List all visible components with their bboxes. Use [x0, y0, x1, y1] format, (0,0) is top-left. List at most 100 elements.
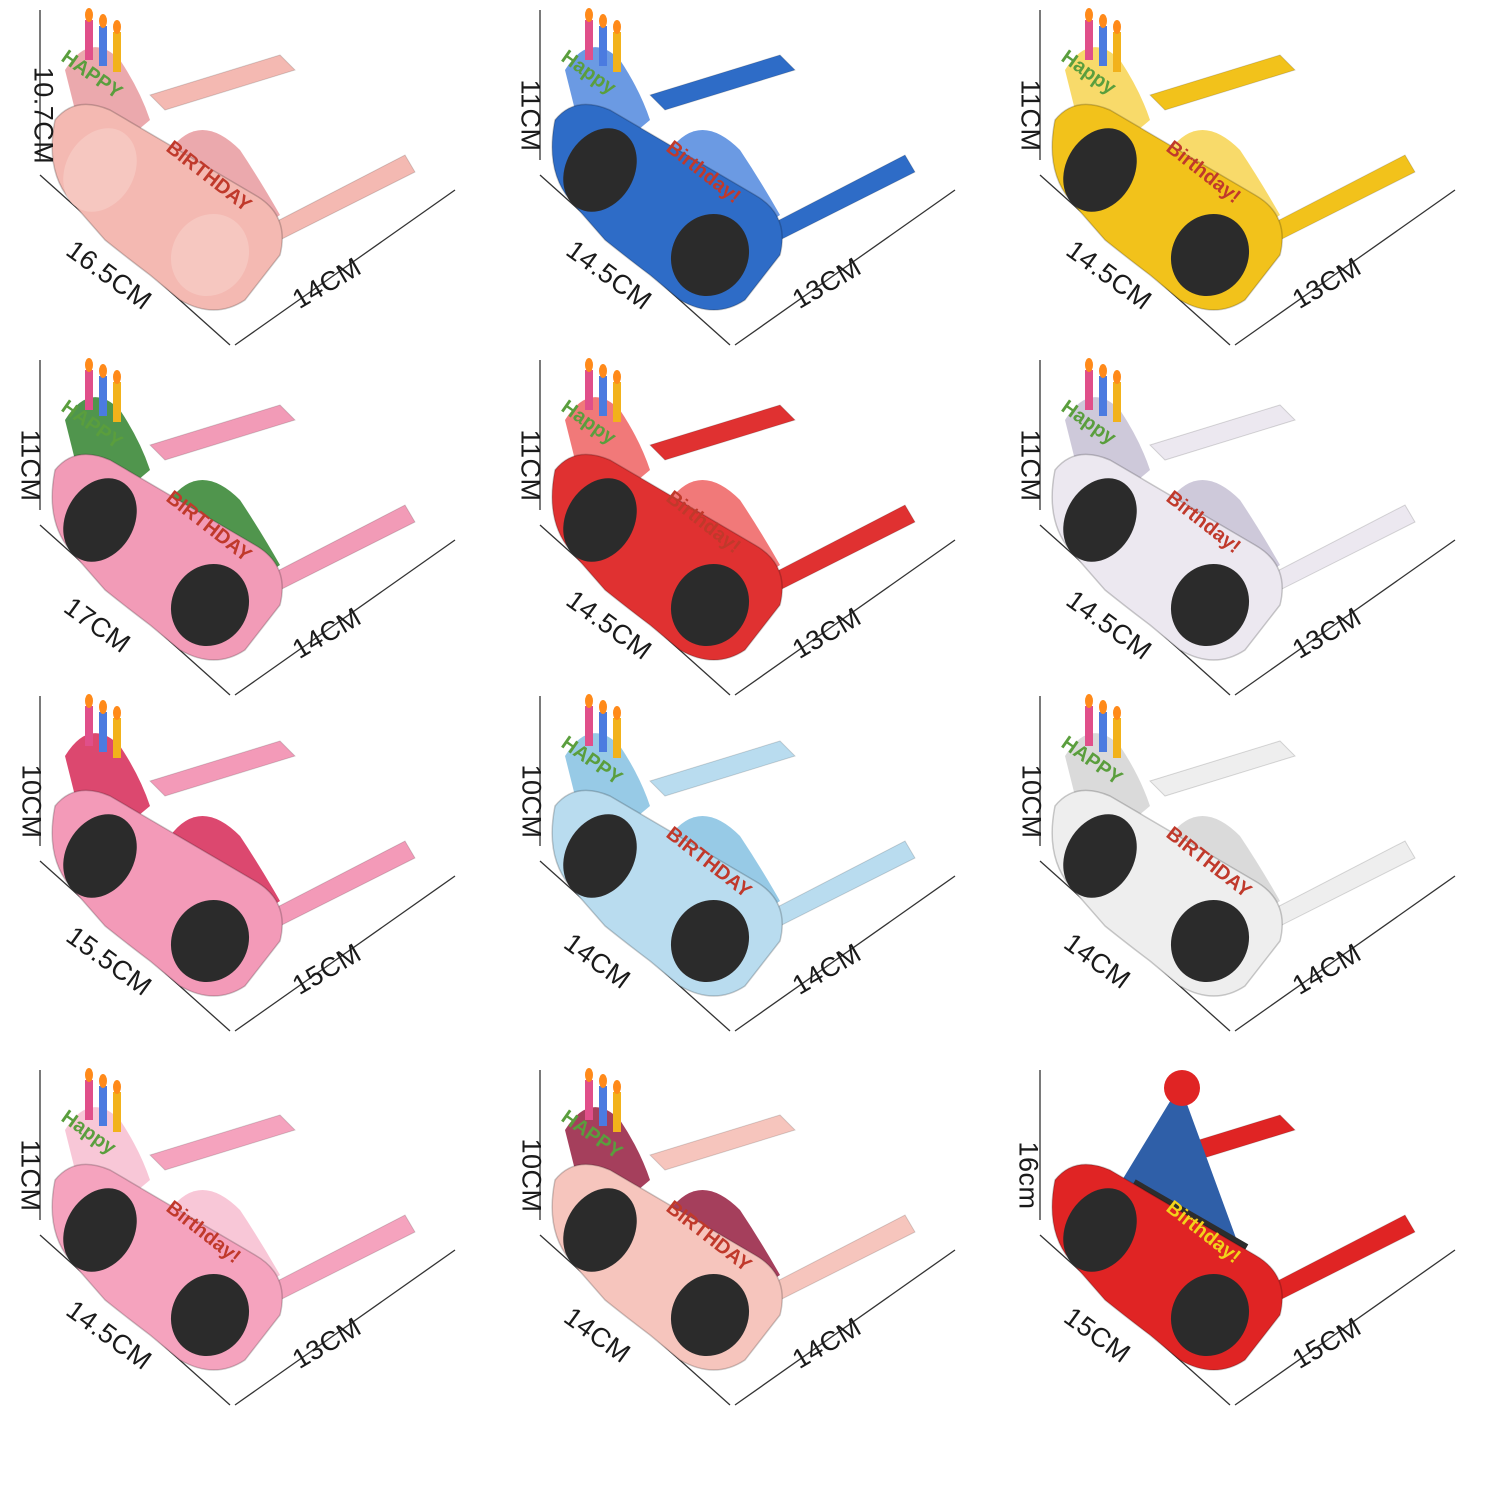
candle-flame	[1113, 706, 1121, 720]
lens-left	[63, 1188, 137, 1272]
candle-flame	[613, 370, 621, 384]
depth-guide-line	[1234, 189, 1456, 346]
height-label: 10CM	[516, 764, 547, 839]
temple-arm-back	[649, 54, 796, 111]
candle	[1085, 370, 1093, 410]
temple-arm-front	[1259, 504, 1416, 596]
depth-guide-line	[234, 189, 456, 346]
candle-flame	[99, 364, 107, 378]
height-label: 10CM	[516, 1138, 547, 1213]
candle	[113, 32, 121, 72]
candle-flame	[113, 20, 121, 34]
candle-flame	[1085, 694, 1093, 708]
candle	[1099, 712, 1107, 752]
temple-arm-back	[1149, 740, 1296, 797]
candle-flame	[85, 1068, 93, 1082]
lens-left	[63, 478, 137, 562]
depth-guide-line	[234, 539, 456, 696]
height-label: 11CM	[1015, 429, 1046, 502]
temple-arm-front	[759, 1214, 916, 1306]
lens-left	[563, 1188, 637, 1272]
candle-flame	[1085, 358, 1093, 372]
depth-guide-line	[734, 875, 956, 1032]
candle	[99, 712, 107, 752]
temple-arm-back	[649, 1114, 796, 1171]
candle	[113, 382, 121, 422]
candle	[1099, 26, 1107, 66]
candle	[99, 26, 107, 66]
lens-left	[563, 478, 637, 562]
lens-right	[170, 213, 250, 297]
temple-arm-front	[759, 840, 916, 932]
temple-arm-front	[759, 154, 916, 246]
temple-arm-front	[259, 504, 416, 596]
temple-arm-back	[149, 740, 296, 797]
lens-left	[1063, 814, 1137, 898]
depth-guide-line	[734, 539, 956, 696]
temple-arm-front	[1259, 840, 1416, 932]
candle	[599, 1086, 607, 1126]
candle-flame	[585, 8, 593, 22]
candle	[1085, 20, 1093, 60]
depth-guide-line	[1234, 875, 1456, 1032]
temple-arm-front	[1259, 1214, 1416, 1306]
candle	[613, 382, 621, 422]
candle	[1113, 718, 1121, 758]
candle	[85, 706, 93, 746]
lens-right	[170, 563, 250, 647]
depth-guide-line	[234, 1249, 456, 1406]
candle	[85, 370, 93, 410]
candle-flame	[1113, 370, 1121, 384]
candle	[85, 1080, 93, 1120]
temple-arm-front	[1259, 154, 1416, 246]
candle	[99, 1086, 107, 1126]
lens-left	[563, 814, 637, 898]
lens-left	[563, 128, 637, 212]
candle-flame	[613, 20, 621, 34]
candle	[599, 712, 607, 752]
depth-guide-line	[734, 189, 956, 346]
temple-arm-back	[649, 740, 796, 797]
candle	[599, 26, 607, 66]
temple-arm-back	[149, 1114, 296, 1171]
lens-right	[170, 1273, 250, 1357]
candle	[1113, 32, 1121, 72]
depth-guide-line	[1234, 1249, 1456, 1406]
height-label: 11CM	[15, 429, 46, 502]
height-label: 10CM	[1016, 764, 1047, 839]
candle-flame	[585, 694, 593, 708]
height-label: 11CM	[1015, 79, 1046, 152]
candle-flame	[1099, 364, 1107, 378]
candle-flame	[585, 1068, 593, 1082]
candle	[99, 376, 107, 416]
lens-right	[1170, 1273, 1250, 1357]
temple-arm-back	[649, 404, 796, 461]
candle-flame	[99, 1074, 107, 1088]
candle-flame	[85, 8, 93, 22]
candle	[85, 20, 93, 60]
candle	[1113, 382, 1121, 422]
lens-right	[1170, 213, 1250, 297]
temple-arm-front	[259, 1214, 416, 1306]
candle-flame	[113, 1080, 121, 1094]
lens-right	[670, 563, 750, 647]
height-label: 11CM	[515, 79, 546, 152]
temple-arm-back	[149, 404, 296, 461]
lens-left	[1063, 128, 1137, 212]
height-label: 10.7CM	[28, 66, 59, 165]
candle-flame	[613, 1080, 621, 1094]
lens-left	[63, 128, 137, 212]
